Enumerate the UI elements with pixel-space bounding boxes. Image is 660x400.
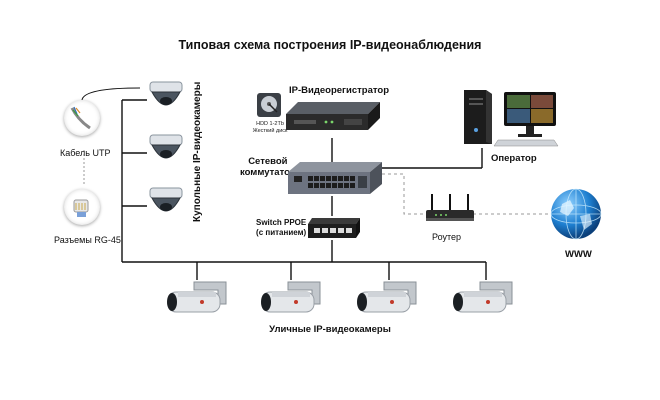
rj45-node	[64, 189, 100, 225]
hdd-icon	[257, 93, 281, 117]
operator-workstation-icon	[464, 90, 559, 147]
poe-switch-label-line2: (с питанием)	[256, 228, 307, 237]
operator-label: Оператор	[491, 153, 537, 164]
street-cameras-label: Уличные IP-видеокамеры	[269, 324, 391, 335]
www-label: WWW	[565, 249, 592, 260]
dome-camera-3-icon	[149, 187, 183, 212]
poe-switch-label-line1: Switch PPOE	[256, 218, 307, 227]
utp-cable-icon	[70, 106, 91, 130]
street-camera-1-icon	[167, 281, 227, 313]
street-camera-2-icon	[261, 281, 321, 313]
rj45-connector-icon	[73, 199, 89, 217]
poe-switch-icon	[308, 218, 360, 238]
cable-link-line	[81, 87, 141, 101]
network-switch-icon	[288, 162, 382, 194]
switch-label-line1: Сетевой	[248, 156, 288, 167]
street-camera-3-icon	[357, 281, 417, 313]
hdd-label: HDD 1-2Tb Жесткий диск	[250, 121, 290, 134]
nvr-icon	[286, 102, 380, 130]
router-label: Роутер	[432, 232, 462, 242]
street-camera-4-icon	[453, 281, 513, 313]
globe-icon	[550, 188, 602, 240]
diagram-title: Типовая схема построения IP-видеонаблюде…	[178, 38, 482, 52]
router-icon	[426, 194, 474, 221]
hdd-capacity: HDD 1-2Tb	[256, 121, 284, 127]
rj45-label: Разъемы RG-45	[54, 235, 121, 245]
nvr-label: IP-Видеорегистратор	[289, 85, 389, 96]
switch-label: Сетевой коммутатор	[240, 156, 296, 178]
utp-cable-node	[64, 100, 100, 136]
dome-camera-1-icon	[149, 81, 183, 106]
hdd-type: Жесткий диск	[252, 127, 288, 134]
dome-camera-2-icon	[149, 134, 183, 159]
switch-label-line2: коммутатор	[240, 167, 296, 178]
utp-cable-label: Кабель UTP	[60, 148, 111, 158]
poe-switch-label: Switch PPOE (с питанием)	[256, 218, 306, 238]
switch-router-link	[382, 173, 428, 215]
dome-cameras-label: Купольные IP-видеокамеры	[192, 81, 203, 222]
